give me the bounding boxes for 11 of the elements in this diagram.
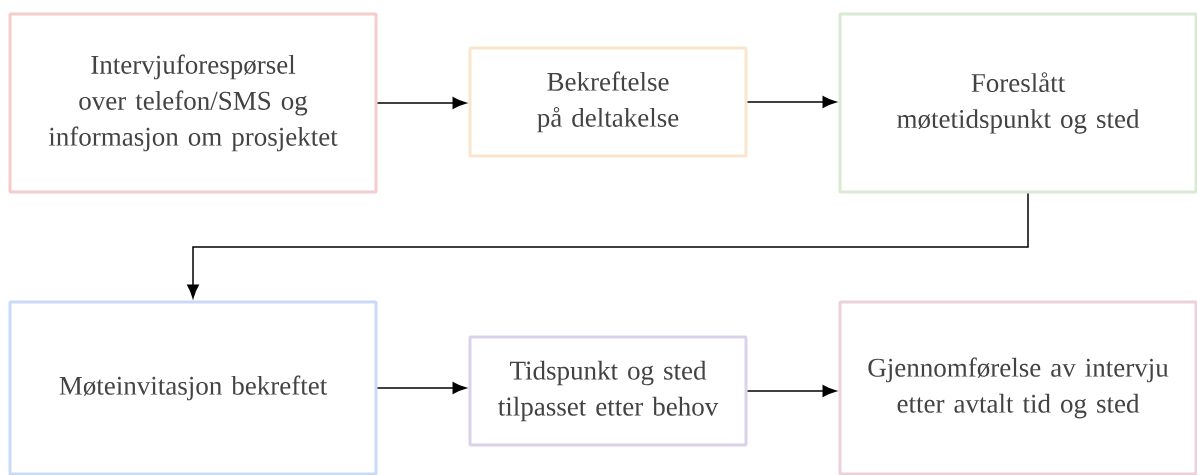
- arrow: [376, 97, 467, 109]
- process-box: Gjennomførelse av intervju etter avtalt tid og sted: [838, 300, 1197, 475]
- process-box: Intervjuforespørsel over telefon/SMS og informasjon om prosjektet: [8, 12, 378, 194]
- process-box: Foreslått møtetidspunkt og sted: [838, 12, 1197, 194]
- process-box: Bekreftelse på deltakelse: [468, 46, 748, 158]
- arrow: [746, 385, 837, 397]
- arrow: [746, 96, 837, 108]
- arrow: [376, 382, 467, 394]
- process-box: Møteinvitasjon bekreftet: [8, 300, 378, 475]
- arrow: [187, 192, 1029, 299]
- process-box: Tidspunkt og sted tilpasset etter behov: [468, 335, 748, 447]
